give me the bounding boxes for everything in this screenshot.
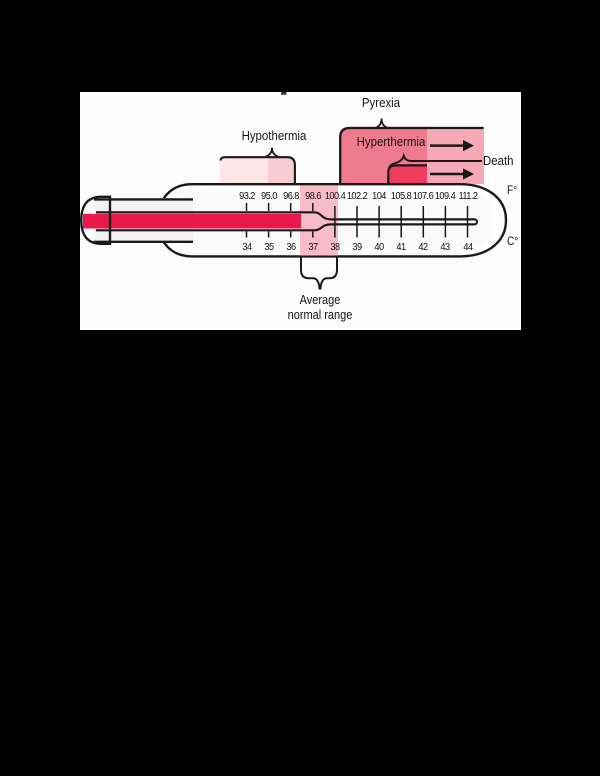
thermometer-diagram [80,92,508,290]
fahrenheit-scale-label: 104 [372,190,386,202]
hypothermia-brace [265,147,279,158]
death-bracket [388,152,482,169]
mercury-column [83,213,301,229]
fahrenheit-scale-label: 105.8 [391,190,412,202]
hypothermia-label: Hypothermia [241,127,307,143]
hypothermia-band-pale [220,156,268,184]
tube-top-edge [96,211,475,221]
tube-bottom-edge [96,223,475,232]
average-range-label-line2: normal range [287,307,353,322]
celsius-scale-label: 41 [396,242,407,253]
death-arrow-head [463,168,474,180]
fahrenheit-unit-label: F° [506,185,517,197]
thermometer-bulb [80,195,112,245]
stray-mark [281,92,287,95]
death-label: Death [483,152,514,168]
fahrenheit-scale-label: 111.2 [458,190,477,202]
celsius-scale-label: 34 [241,242,252,253]
fahrenheit-scale-label: 96.8 [282,190,299,202]
fahrenheit-scale-label: 107.6 [413,190,434,202]
hypothermia-band-border [219,156,296,184]
celsius-scale-label: 43 [440,242,451,253]
average-range-label-line1: Average [299,292,341,307]
celsius-unit-label: C° [506,236,518,248]
fahrenheit-scale-label: 109.4 [435,190,456,202]
death-band [387,164,427,185]
fahrenheit-scale-label: 98.6 [304,190,321,202]
celsius-scale-label: 39 [352,242,362,253]
fahrenheit-scale-label: 102.2 [346,190,368,202]
celsius-scale-label: 40 [374,242,385,253]
celsius-scale-label: 37 [308,242,318,253]
celsius-scale-label: 36 [286,242,296,253]
fahrenheit-scale-label: 93.2 [238,190,255,202]
hyperthermia-arrow-head [463,140,474,152]
pyrexia-pale-column [427,126,484,185]
pyrexia-brace [374,118,389,129]
celsius-scale-label: 44 [462,242,473,253]
fahrenheit-scale-label: 95.0 [260,190,277,202]
fahrenheit-scale-label: 100.4 [324,190,346,202]
document-page: Pyrexia Hypothermia Hyperthermia Death F… [80,92,521,330]
hypothermia-band-pink [268,156,296,184]
celsius-scale-label: 35 [264,242,274,253]
capillary-end-cap [474,218,478,226]
normal-range-brace [300,255,338,290]
hyperthermia-label: Hyperthermia [356,134,425,149]
pyrexia-block-border [339,126,484,185]
pyrexia-label: Pyrexia [361,95,401,110]
scale-ticks [245,203,469,238]
celsius-scale-label: 38 [330,242,340,253]
celsius-scale-label: 42 [418,242,429,253]
